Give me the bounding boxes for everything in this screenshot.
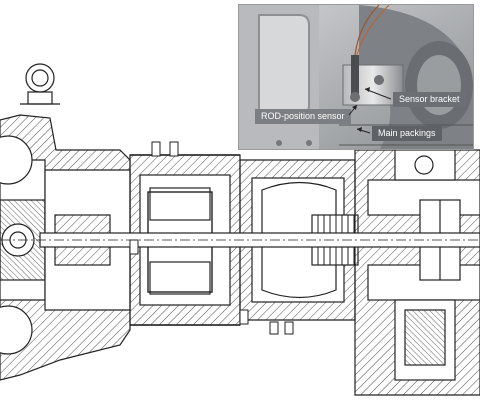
- bolts: [129, 141, 294, 335]
- sensor-photo-inset: Sensor bracket ROD-position sensor Main …: [238, 4, 474, 150]
- cylinder: [354, 149, 480, 396]
- callout-arrows: [348, 87, 392, 134]
- lifting-eye: [20, 63, 60, 105]
- rod-position-sensor-label: ROD-position sensor: [255, 109, 351, 124]
- main-packings-label: Main packings: [372, 126, 442, 141]
- sensor-bracket-label: Sensor bracket: [393, 92, 466, 107]
- piston-rod: [0, 232, 480, 248]
